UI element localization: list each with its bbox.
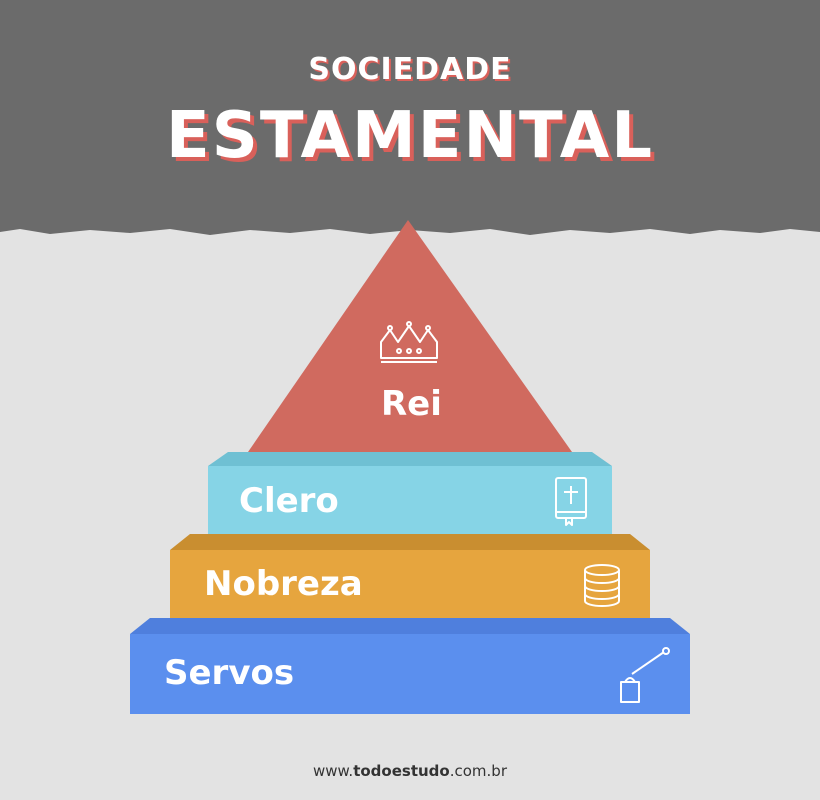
tier-label-clero: Clero (239, 481, 339, 521)
tier-label-nobreza: Nobreza (204, 564, 363, 604)
tier-rei (248, 220, 572, 452)
footer-prefix: www. (313, 762, 354, 780)
title-sociedade: SOCIEDADE (308, 52, 512, 87)
tier-clero (208, 452, 612, 534)
header-band (0, 0, 820, 235)
coins-icon (584, 564, 620, 607)
footer-brand: todoestudo (353, 762, 450, 780)
crown-icon (380, 321, 438, 363)
tier-servos (130, 618, 690, 714)
hoe-icon (620, 647, 670, 703)
footer-suffix: .com.br (449, 762, 507, 780)
tier-nobreza (170, 534, 650, 618)
title-estamental: ESTAMENTAL (166, 99, 654, 173)
tier-label-rei: Rei (381, 384, 442, 424)
tier-label-servos: Servos (164, 653, 295, 693)
bible-icon (555, 477, 587, 526)
footer-website[interactable]: www.todoestudo.com.br (0, 762, 820, 780)
